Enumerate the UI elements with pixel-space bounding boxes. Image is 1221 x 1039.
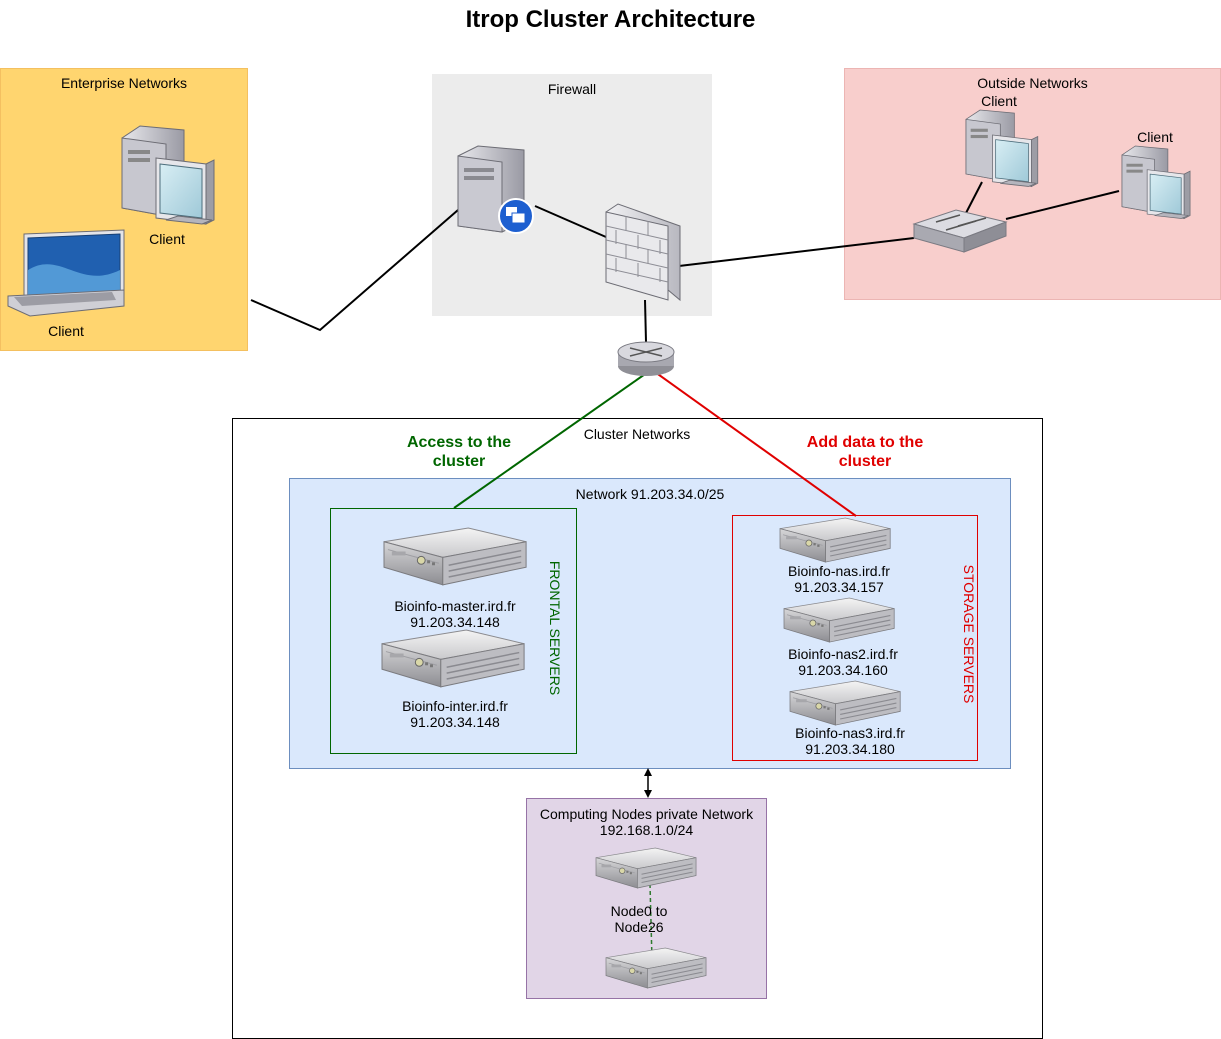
nas2-hostname: Bioinfo-nas2.ird.fr bbox=[788, 646, 898, 662]
firewall-to-router-link bbox=[644, 299, 647, 343]
arrow-head-up-icon bbox=[644, 768, 652, 776]
arrow-head-down-icon bbox=[644, 790, 652, 798]
enterprise-desktop-client-label: Client bbox=[149, 231, 185, 247]
inter-ip: 91.203.34.148 bbox=[410, 714, 500, 730]
computing-nodes-zone bbox=[526, 798, 767, 999]
outside-client-2-icon bbox=[1121, 145, 1191, 219]
node-range-dashed-link bbox=[649, 883, 653, 961]
outside-client-1-label: Client bbox=[981, 93, 1017, 109]
nas2-ip: 91.203.34.160 bbox=[798, 662, 888, 678]
access-label-line2: cluster bbox=[432, 453, 486, 470]
firewall-icon bbox=[605, 203, 681, 302]
outside-networks-label: Outside Networks bbox=[977, 75, 1088, 91]
master-hostname: Bioinfo-master.ird.fr bbox=[394, 598, 516, 614]
compute-network-range: 192.168.1.0/24 bbox=[599, 822, 694, 838]
compute-network-label: Computing Nodes private Network bbox=[539, 806, 754, 822]
nas3-server-icon bbox=[789, 680, 901, 726]
master-server-icon bbox=[383, 527, 527, 586]
outside-client-2-label: Client bbox=[1137, 129, 1173, 145]
nas3-ip: 91.203.34.180 bbox=[805, 741, 895, 757]
nodes-range-label-line2: Node26 bbox=[614, 919, 664, 935]
diagram-title: Itrop Cluster Architecture bbox=[465, 6, 756, 33]
network-label: Network 91.203.34.0/25 bbox=[575, 486, 725, 502]
nas-hostname: Bioinfo-nas.ird.fr bbox=[788, 563, 890, 579]
inter-hostname: Bioinfo-inter.ird.fr bbox=[402, 698, 508, 714]
add-data-label-line1: Add data to the bbox=[806, 434, 924, 451]
inter-server-icon bbox=[381, 629, 525, 688]
nodes-range-label-line1: Node0 to bbox=[610, 903, 668, 919]
enterprise-laptop-client-label: Client bbox=[48, 323, 84, 339]
access-link bbox=[453, 371, 649, 509]
add-data-label-line2: cluster bbox=[838, 453, 892, 470]
nas3-hostname: Bioinfo-nas3.ird.fr bbox=[795, 725, 905, 741]
proxy-server-icon bbox=[457, 145, 534, 234]
frontal-servers-label: FRONTAL SERVERS bbox=[547, 560, 563, 696]
master-ip: 91.203.34.148 bbox=[410, 614, 500, 630]
switch-to-client-1-link bbox=[965, 181, 983, 214]
switch-icon bbox=[912, 209, 1008, 253]
node-last-server-icon bbox=[605, 947, 707, 989]
access-label-line1: Access to the bbox=[406, 434, 512, 451]
cluster-networks-label: Cluster Networks bbox=[583, 426, 691, 442]
proxy-to-firewall-link bbox=[534, 205, 607, 238]
enterprise-networks-label: Enterprise Networks bbox=[60, 75, 188, 91]
nas-server-icon bbox=[779, 517, 891, 563]
add-data-link bbox=[654, 371, 857, 517]
laptop-client-icon bbox=[7, 229, 125, 317]
enterprise-to-proxy-link bbox=[250, 209, 459, 332]
storage-servers-label: STORAGE SERVERS bbox=[961, 564, 977, 704]
switch-to-client-2-link bbox=[1005, 190, 1120, 220]
firewall-to-switch-link bbox=[678, 237, 915, 267]
node-first-server-icon bbox=[595, 847, 697, 889]
frontal-servers-group bbox=[330, 508, 577, 754]
desktop-client-icon bbox=[121, 125, 215, 225]
nas2-server-icon bbox=[783, 597, 895, 643]
outside-client-1-icon bbox=[965, 109, 1039, 187]
nas-ip: 91.203.34.157 bbox=[794, 579, 884, 595]
firewall-label: Firewall bbox=[547, 81, 597, 97]
router-icon bbox=[617, 341, 675, 376]
